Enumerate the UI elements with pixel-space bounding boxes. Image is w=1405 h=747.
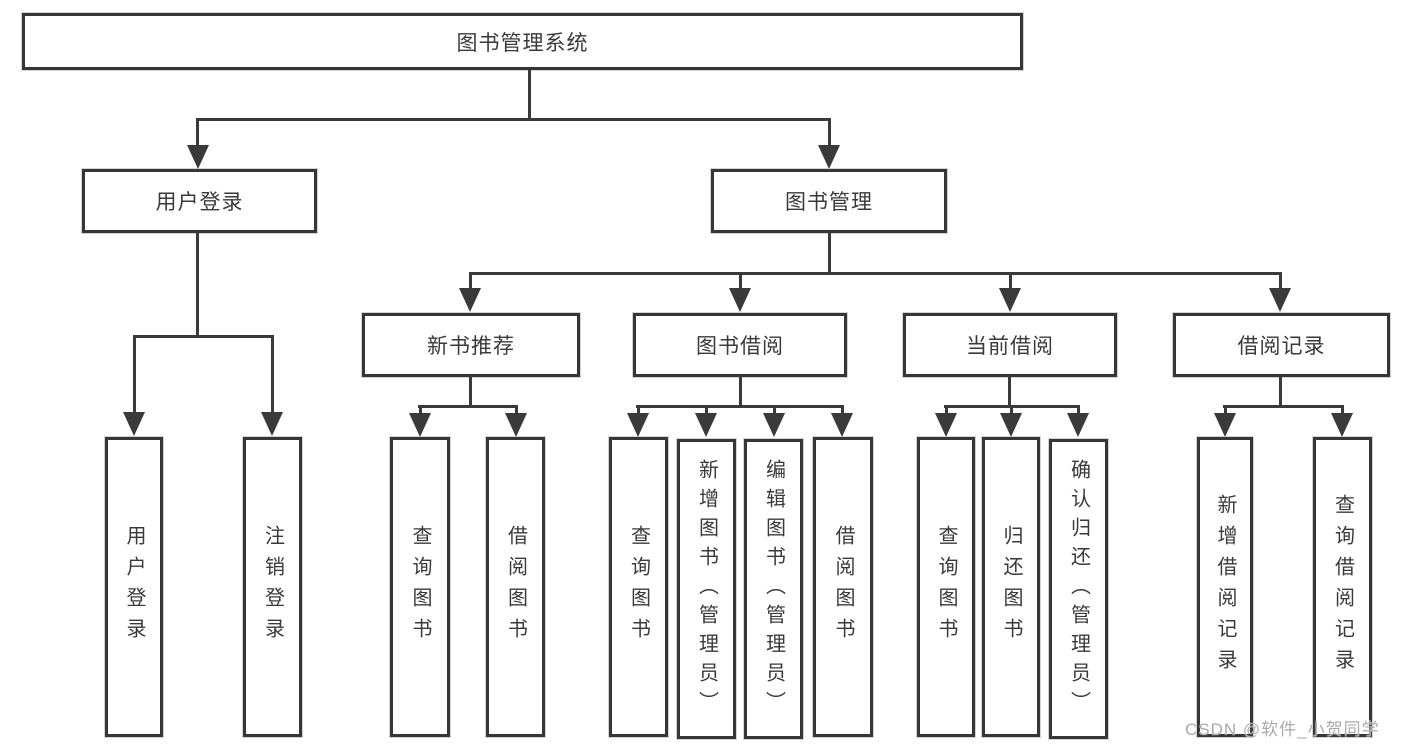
arrow-down-icon: [999, 288, 1021, 312]
leaf-label: 归还图书: [1000, 525, 1022, 649]
connector-shaft: [1279, 272, 1282, 289]
leaf-query-books-current: 查询图书: [917, 437, 975, 737]
connector-user-login-stem: [196, 231, 199, 338]
leaf-add-books-admin: 新增图书（管理员）: [677, 439, 736, 739]
connector-shaft: [1010, 405, 1013, 414]
connector-shaft: [828, 118, 831, 148]
connector-root-stem: [528, 70, 531, 120]
connector-stem: [1279, 375, 1282, 407]
leaf-label: 新增图书（管理员）: [695, 458, 718, 720]
leaf-label: 借阅图书: [832, 525, 854, 649]
node-root: 图书管理系统: [22, 13, 1023, 70]
connector-stem: [469, 375, 472, 407]
connector-rail: [418, 405, 518, 408]
node-root-label: 图书管理系统: [456, 31, 589, 55]
node-new-book-recommend: 新书推荐: [362, 313, 580, 377]
connector-shaft: [469, 272, 472, 289]
node-borrowing-records-label: 借阅记录: [1237, 335, 1326, 358]
connector-level2-rail: [469, 272, 1282, 275]
arrow-down-icon: [505, 413, 527, 437]
node-book-borrowing-label: 图书借阅: [696, 335, 784, 358]
connector-shaft: [133, 335, 136, 413]
leaf-logout: 注销登录: [243, 437, 302, 737]
node-user-login: 用户登录: [82, 169, 317, 233]
connector-shaft: [773, 405, 776, 414]
connector-shaft: [515, 405, 518, 414]
connector-shaft: [271, 335, 274, 413]
arrow-down-icon: [818, 145, 840, 169]
arrow-down-icon: [123, 412, 145, 436]
node-current-borrowing-label: 当前借阅: [966, 335, 1054, 358]
arrow-down-icon: [763, 413, 785, 437]
node-current-borrowing: 当前借阅: [903, 313, 1117, 377]
connector-shaft: [945, 405, 948, 414]
leaf-label: 借阅图书: [504, 525, 527, 649]
leaf-label: 查询图书: [935, 525, 957, 649]
node-borrowing-records: 借阅记录: [1173, 313, 1390, 377]
connector-shaft: [705, 405, 708, 414]
leaf-return-books: 归还图书: [982, 437, 1040, 737]
arrow-down-icon: [935, 413, 957, 437]
arrow-down-icon: [1000, 413, 1022, 437]
leaf-label: 用户登录: [123, 525, 145, 649]
connector-shaft: [419, 405, 422, 414]
leaf-label: 编辑图书（管理员）: [762, 458, 785, 720]
connector-shaft: [196, 118, 199, 148]
leaf-label: 注销登录: [261, 525, 284, 649]
connector-rail: [1223, 405, 1343, 408]
arrow-down-icon: [729, 288, 751, 312]
leaf-label: 新增借阅记录: [1214, 494, 1236, 680]
connector-shaft: [637, 405, 640, 414]
connector-shaft: [1341, 405, 1344, 414]
leaf-add-borrow-record: 新增借阅记录: [1197, 437, 1253, 737]
connector-level1-rail: [197, 118, 831, 121]
leaf-query-borrow-record: 查询借阅记录: [1313, 437, 1372, 737]
arrow-down-icon: [1269, 288, 1291, 312]
arrow-down-icon: [1214, 413, 1236, 437]
arrow-down-icon: [695, 413, 717, 437]
node-book-management: 图书管理: [711, 169, 947, 233]
arrow-down-icon: [1067, 413, 1089, 437]
arrow-down-icon: [409, 413, 431, 437]
leaf-query-books-borrowing: 查询图书: [609, 437, 668, 737]
leaf-edit-books-admin: 编辑图书（管理员）: [744, 439, 803, 739]
connector-shaft: [739, 272, 742, 289]
leaf-label: 查询借阅记录: [1331, 494, 1354, 680]
leaf-label: 查询图书: [627, 525, 650, 649]
connector-book-mgmt-stem: [828, 231, 831, 275]
connector-rail: [636, 405, 844, 408]
leaf-confirm-return-admin: 确认归还（管理员）: [1049, 439, 1108, 739]
connector-stem: [1008, 375, 1011, 407]
arrow-down-icon: [831, 413, 853, 437]
arrow-down-icon: [187, 145, 209, 169]
connector-shaft: [1224, 405, 1227, 414]
leaf-label: 查询图书: [409, 525, 431, 649]
node-user-login-label: 用户登录: [155, 191, 244, 214]
arrow-down-icon: [1331, 413, 1353, 437]
connector-shaft: [1077, 405, 1080, 414]
leaf-borrow-books-borrowing: 借阅图书: [813, 437, 873, 737]
leaf-query-books-recommend: 查询图书: [390, 437, 450, 737]
connector-user-login-rail: [133, 335, 274, 338]
connector-stem: [739, 375, 742, 407]
csdn-watermark: CSDN @软件_小贺同学: [1185, 720, 1380, 739]
connector-shaft: [1009, 272, 1012, 289]
node-book-borrowing: 图书借阅: [633, 313, 847, 377]
leaf-label: 确认归还（管理员）: [1067, 458, 1090, 720]
arrow-down-icon: [627, 413, 649, 437]
leaf-user-login: 用户登录: [105, 437, 163, 737]
arrow-down-icon: [459, 288, 481, 312]
leaf-borrow-books-recommend: 借阅图书: [486, 437, 545, 737]
node-new-book-recommend-label: 新书推荐: [427, 335, 515, 358]
arrow-down-icon: [261, 412, 283, 436]
connector-shaft: [841, 405, 844, 414]
node-book-management-label: 图书管理: [785, 191, 873, 214]
